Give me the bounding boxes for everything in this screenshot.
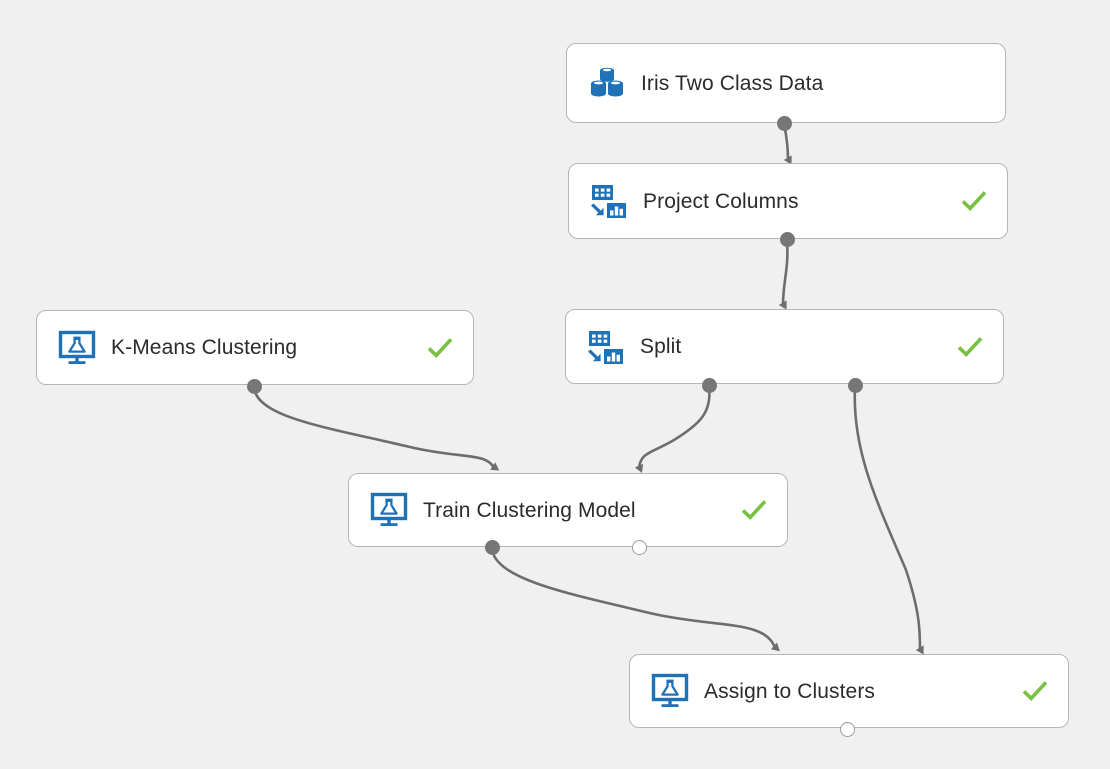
- module-node-project-columns[interactable]: Project Columns: [568, 163, 1008, 239]
- status-check-icon: [1020, 676, 1050, 706]
- module-node-label: Assign to Clusters: [704, 679, 876, 703]
- connector-edge[interactable]: [778, 240, 789, 310]
- connector-edge[interactable]: [634, 386, 711, 474]
- module-node-label: Iris Two Class Data: [641, 71, 824, 95]
- data-transform-icon: [589, 181, 629, 221]
- status-check-icon: [959, 186, 989, 216]
- node-output-port[interactable]: [779, 231, 795, 247]
- module-node-label: Split: [640, 335, 682, 358]
- node-output-port[interactable]: [246, 378, 262, 394]
- module-node-label: K-Means Clustering: [111, 336, 298, 359]
- model-flask-icon: [369, 490, 409, 530]
- dataset-cylinders-icon: [587, 63, 627, 103]
- node-output-port[interactable]: [701, 377, 717, 393]
- data-transform-icon: [586, 327, 626, 367]
- node-output-port[interactable]: [776, 115, 792, 131]
- status-check-icon: [955, 332, 985, 362]
- module-node-iris-two-class-data[interactable]: Iris Two Class Data: [566, 43, 1006, 123]
- module-node-k-means-clustering[interactable]: K-Means Clustering: [36, 310, 474, 385]
- module-node-assign-to-clusters[interactable]: Assign to Clusters: [629, 654, 1069, 728]
- module-node-label: Project Columns: [643, 189, 799, 213]
- node-output-port[interactable]: [484, 539, 500, 555]
- node-output-port[interactable]: [631, 539, 647, 555]
- status-check-icon: [425, 333, 455, 363]
- module-node-train-clustering-model[interactable]: Train Clustering Model: [348, 473, 788, 547]
- module-node-split[interactable]: Split: [565, 309, 1004, 384]
- node-output-port[interactable]: [847, 377, 863, 393]
- model-flask-icon: [57, 328, 97, 368]
- connector-edge[interactable]: [853, 386, 924, 655]
- connector-edge[interactable]: [490, 548, 780, 652]
- module-node-label: Train Clustering Model: [423, 498, 636, 522]
- connector-edge[interactable]: [252, 387, 500, 471]
- node-output-port[interactable]: [839, 721, 855, 737]
- status-check-icon: [739, 495, 769, 525]
- model-flask-icon: [650, 671, 690, 711]
